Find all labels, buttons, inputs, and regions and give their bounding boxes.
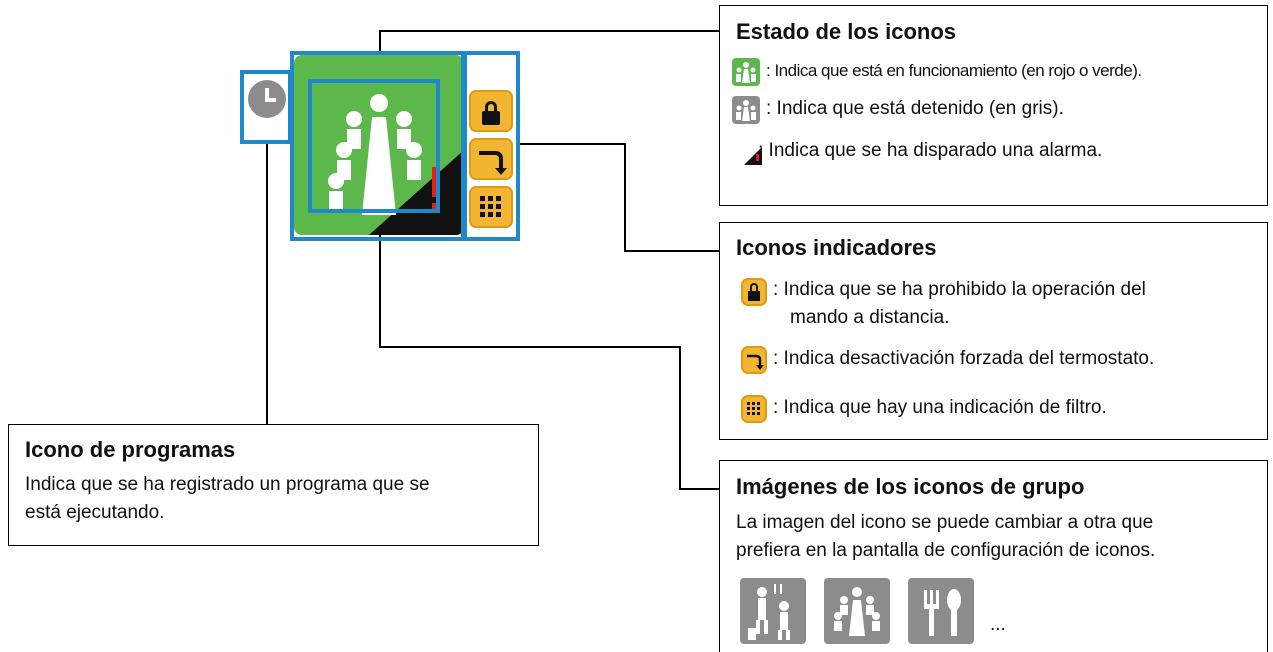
- running-group-icon: [732, 58, 760, 86]
- connector-indicadores-h1: [520, 143, 626, 145]
- programas-text-1: Indica que se ha registrado un programa …: [25, 474, 430, 495]
- connector-imagenes-v2: [679, 346, 681, 490]
- meeting-group-icon: [328, 94, 464, 235]
- indicadores-title: Iconos indicadores: [736, 235, 937, 260]
- connector-estado-h: [379, 30, 719, 32]
- indicadores-filter-text: : Indica que hay una indicación de filtr…: [773, 397, 1107, 418]
- indicadores-lock-text-1: : Indica que se ha prohibido la operació…: [773, 279, 1146, 300]
- indicadores-lock-text-2: mando a distancia.: [790, 307, 950, 328]
- programas-title: Icono de programas: [25, 437, 236, 462]
- alarm-triangle-icon: [744, 147, 762, 165]
- imagenes-title: Imágenes de los iconos de grupo: [736, 474, 1085, 499]
- highlight-clock: [240, 70, 292, 144]
- estado-box: Estado de los iconos : Indica que está e…: [719, 5, 1268, 206]
- filter-indicator-icon: [469, 186, 513, 228]
- programas-text-2: está ejecutando.: [25, 502, 165, 523]
- connector-imagenes-h2: [679, 488, 720, 490]
- connector-indicadores-h2: [624, 250, 720, 252]
- connector-indicadores-v: [624, 143, 626, 252]
- indicadores-box: Iconos indicadores : Indica que se ha pr…: [719, 222, 1268, 440]
- schedule-clock-icon: [248, 80, 286, 118]
- stopped-group-icon: [732, 96, 760, 124]
- estado-title: Estado de los iconos: [736, 19, 957, 44]
- thermostat-off-indicator-icon: [469, 138, 513, 180]
- imagenes-text-2: prefiera en la pantalla de configuración…: [736, 540, 1156, 561]
- thermostat-off-icon: [741, 346, 767, 374]
- connector-estado-v: [379, 30, 381, 52]
- restaurant-icon: [908, 578, 974, 644]
- programas-box: Icono de programas Indica que se ha regi…: [8, 424, 539, 546]
- filter-grid-icon: [741, 395, 767, 423]
- estado-alarm-text: : Indica que se ha disparado una alarma.: [758, 140, 1103, 161]
- lock-indicator-icon: [469, 90, 513, 132]
- imagenes-ellipsis: ...: [990, 614, 1006, 635]
- highlight-group-image: [308, 79, 440, 213]
- highlight-indicators: [463, 51, 520, 241]
- connector-programas-v: [266, 143, 268, 425]
- estado-stopped-text: : Indica que está detenido (en gris).: [766, 98, 1064, 119]
- connector-imagenes-v1: [379, 215, 381, 348]
- group-icon-tile: [294, 55, 464, 235]
- lock-icon: [741, 278, 767, 306]
- estado-running-text: : Indica que está en funcionamiento (en …: [766, 61, 1142, 80]
- imagenes-text-1: La imagen del icono se puede cambiar a o…: [736, 512, 1154, 533]
- people-waiting-icon: [740, 578, 806, 644]
- connector-imagenes-h1: [379, 346, 681, 348]
- indicadores-thermostat-text: : Indica desactivación forzada del termo…: [773, 348, 1155, 369]
- meeting-group-icon: [824, 578, 890, 644]
- imagenes-box: Imágenes de los iconos de grupo La image…: [719, 460, 1268, 652]
